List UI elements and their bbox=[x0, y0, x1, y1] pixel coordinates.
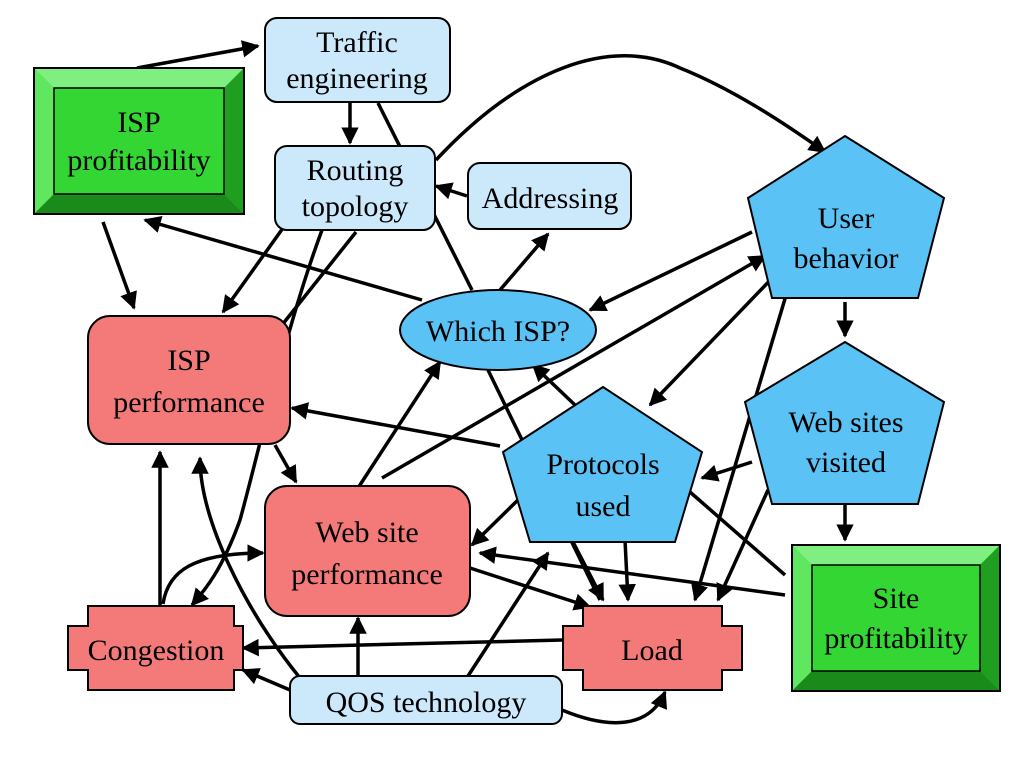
edge-isp-profitability-to-traffic-engineering bbox=[136, 40, 260, 70]
node-qos-technology: QOS technology bbox=[289, 675, 563, 725]
node-label: engineering bbox=[286, 62, 428, 95]
edge-addressing-to-routing-topology bbox=[434, 182, 468, 200]
node-label: Protocols bbox=[546, 448, 659, 481]
edge-routing-topology-line bbox=[280, 230, 358, 327]
edge-user-behavior-to-load bbox=[691, 281, 792, 602]
node-routing-topology: Routing topology bbox=[274, 145, 436, 231]
node-addressing: Addressing bbox=[467, 162, 632, 230]
edge-user-behavior-to-which-isp bbox=[588, 230, 753, 312]
edge-site-profitability-to-web-site-performance bbox=[478, 546, 786, 597]
edge-protocols-used-to-load-1 bbox=[570, 539, 605, 602]
edge-congestion-to-web-site-performance bbox=[161, 544, 265, 605]
node-load: Load bbox=[562, 605, 743, 691]
edge-web-sites-visited-to-protocols-used bbox=[700, 460, 753, 482]
node-label: profitability bbox=[824, 622, 967, 655]
edge-web-sites-visited-to-load bbox=[716, 489, 770, 602]
node-label: Site bbox=[873, 582, 920, 615]
edge-qos-technology-to-protocols-used bbox=[466, 551, 550, 677]
node-label: ISP bbox=[167, 344, 210, 377]
edge-protocols-used-to-which-isp bbox=[531, 363, 577, 407]
edge-qos-technology-to-load bbox=[561, 690, 668, 725]
node-isp-performance: ISP performance bbox=[87, 315, 291, 445]
node-label: Traffic bbox=[316, 26, 398, 59]
edge-web-site-performance-to-which-isp bbox=[356, 360, 442, 489]
node-label: used bbox=[576, 490, 631, 523]
node-label: visited bbox=[806, 446, 886, 479]
edge-protocols-used-to-site-profitability bbox=[688, 490, 787, 577]
edge-which-isp-to-isp-profitability bbox=[143, 215, 423, 302]
edge-isp-performance-to-web-site-performance bbox=[273, 444, 298, 484]
edge-protocols-used-to-load-2 bbox=[618, 539, 636, 602]
node-label: behavior bbox=[794, 242, 899, 275]
node-label: Web sites bbox=[788, 406, 903, 439]
node-site-profitability: Site profitability bbox=[791, 544, 1001, 692]
node-label: QOS technology bbox=[326, 686, 527, 719]
node-which-isp: Which ISP? bbox=[399, 289, 597, 371]
node-congestion: Congestion bbox=[67, 605, 244, 691]
node-label: Addressing bbox=[482, 182, 619, 215]
node-label: performance bbox=[291, 558, 443, 591]
node-label: Routing bbox=[307, 154, 404, 187]
edge-isp-profitability-to-isp-performance bbox=[101, 221, 137, 310]
edge-web-site-performance-to-user-behavior bbox=[381, 254, 767, 480]
node-label: Load bbox=[621, 634, 683, 667]
nodes: Traffic engineering ISP profitability Ro… bbox=[33, 17, 1001, 725]
node-label: topology bbox=[302, 190, 409, 223]
node-user-behavior: User behavior bbox=[746, 134, 946, 299]
edge-user-behavior-to-protocols-used bbox=[648, 268, 782, 407]
node-protocols-used: Protocols used bbox=[501, 385, 704, 543]
node-web-sites-visited: Web sites visited bbox=[743, 340, 946, 505]
node-label: ISP bbox=[117, 106, 160, 139]
edge-qos-technology-to-congestion bbox=[241, 668, 291, 692]
node-isp-profitability: ISP profitability bbox=[33, 67, 245, 215]
edge-which-isp-to-addressing bbox=[498, 232, 550, 292]
node-web-site-performance: Web site performance bbox=[264, 485, 471, 617]
node-label: profitability bbox=[67, 144, 210, 177]
edge-load-to-congestion bbox=[241, 638, 563, 657]
node-label: Web site bbox=[315, 516, 418, 549]
edge-routing-topology-to-isp-performance bbox=[221, 226, 285, 314]
edge-protocols-used-to-web-site-performance bbox=[470, 496, 522, 547]
node-label: Which ISP? bbox=[426, 315, 570, 348]
node-label: User bbox=[818, 202, 875, 235]
edge-qos-technology-to-isp-performance bbox=[191, 456, 302, 680]
node-label: performance bbox=[113, 386, 265, 419]
node-traffic-engineering: Traffic engineering bbox=[264, 17, 451, 103]
node-label: Congestion bbox=[88, 634, 225, 667]
edge-routing-topology-to-user-behavior bbox=[434, 54, 827, 162]
edge-web-site-performance-to-load bbox=[469, 566, 592, 611]
